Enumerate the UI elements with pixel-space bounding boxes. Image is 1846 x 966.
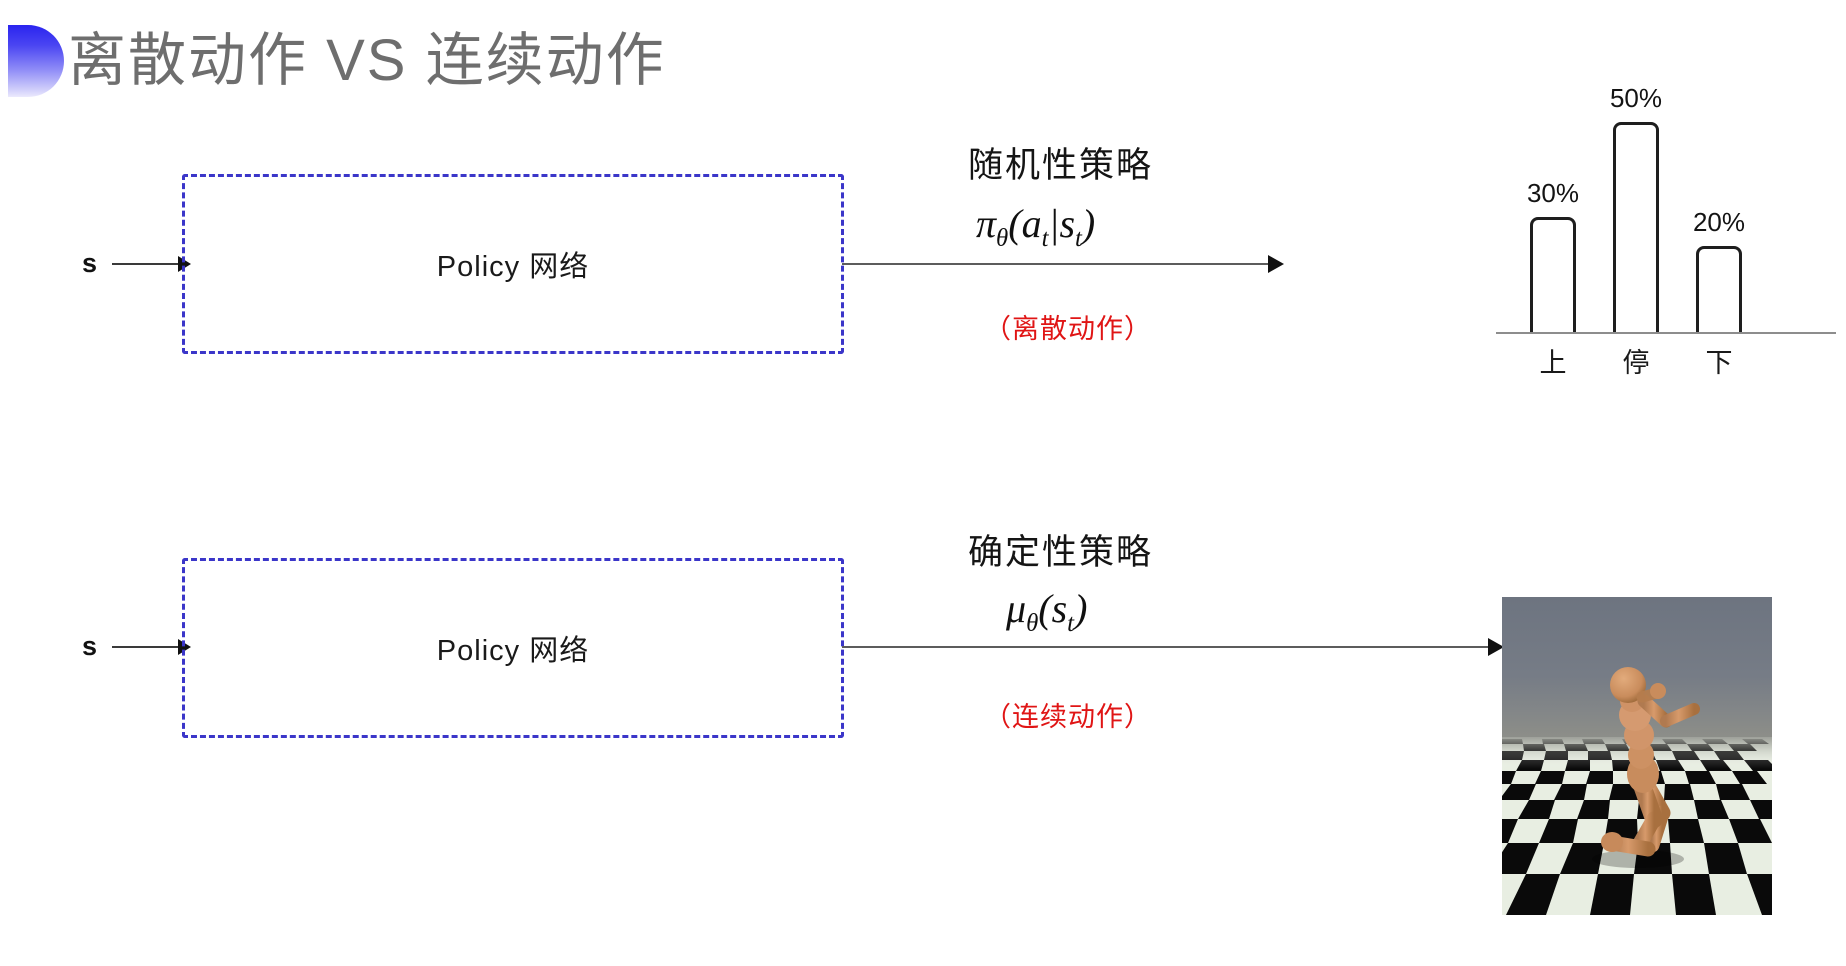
bar-chart-baseline <box>1496 332 1836 334</box>
discrete-output-arrow-line <box>842 263 1272 265</box>
bar-category-stop: 停 <box>1622 348 1650 378</box>
discrete-input-state-label: s <box>82 248 98 278</box>
formula-state-sub: t <box>1075 225 1082 252</box>
bar-rect-up[interactable] <box>1530 217 1576 332</box>
bar-rect-down[interactable] <box>1696 246 1742 332</box>
humanoid-simulation-svg <box>1502 597 1772 915</box>
action-probability-bar-chart: 30% 上 50% 停 20% 下 <box>1496 83 1836 396</box>
formula-theta: θ <box>1026 610 1039 637</box>
discrete-action-row: s Policy 网络 随机性策略 πθ(at|st) （离散动作） <box>0 140 1846 480</box>
discrete-policy-network-label: Policy 网络 <box>436 251 590 283</box>
deterministic-policy-formula: μθ(st) <box>1006 585 1087 638</box>
discrete-output-arrow-head <box>1268 255 1284 273</box>
continuous-input-state-label: s <box>82 631 98 661</box>
bar-rect-stop[interactable] <box>1613 122 1659 332</box>
formula-state: s <box>1059 201 1076 246</box>
formula-close-paren: ) <box>1081 201 1096 246</box>
bar-value-down: 20% <box>1692 207 1746 237</box>
stochastic-policy-title: 随机性策略 <box>968 146 1154 185</box>
discrete-action-note: （离散动作） <box>984 314 1152 344</box>
formula-theta: θ <box>996 225 1009 252</box>
formula-action: a <box>1021 201 1042 246</box>
continuous-input-arrow-line <box>112 646 180 648</box>
formula-state-sub: t <box>1067 610 1075 637</box>
formula-mu: μ <box>1006 586 1027 631</box>
continuous-policy-network-box[interactable]: Policy 网络 <box>182 558 844 738</box>
continuous-output-arrow-line <box>842 646 1492 648</box>
stochastic-policy-formula: πθ(at|st) <box>976 200 1095 253</box>
formula-action-sub: t <box>1041 225 1049 252</box>
discrete-policy-network-box[interactable]: Policy 网络 <box>182 174 844 354</box>
bar-category-down: 下 <box>1705 348 1733 378</box>
humanoid-simulation-image <box>1502 597 1772 915</box>
formula-open-paren: ( <box>1038 586 1052 631</box>
title-decoration-semicircle <box>8 25 64 97</box>
bar-value-stop: 50% <box>1609 83 1663 113</box>
page-title: 离散动作 VS 连续动作 <box>68 28 666 93</box>
bar-category-up: 上 <box>1539 348 1567 378</box>
continuous-policy-network-label: Policy 网络 <box>436 635 590 667</box>
bar-value-up: 30% <box>1526 178 1580 208</box>
continuous-action-note: （连续动作） <box>984 702 1152 732</box>
discrete-input-arrow-line <box>112 263 180 265</box>
continuous-output-arrow-head <box>1488 638 1504 656</box>
formula-pi: π <box>976 201 997 246</box>
formula-state: s <box>1051 586 1068 631</box>
deterministic-policy-title: 确定性策略 <box>968 533 1154 572</box>
formula-open-paren: ( <box>1008 201 1022 246</box>
formula-bar: | <box>1048 201 1060 246</box>
continuous-action-row: s Policy 网络 确定性策略 μθ(st) （连续动作） <box>0 533 1846 940</box>
formula-close-paren: ) <box>1074 586 1088 631</box>
